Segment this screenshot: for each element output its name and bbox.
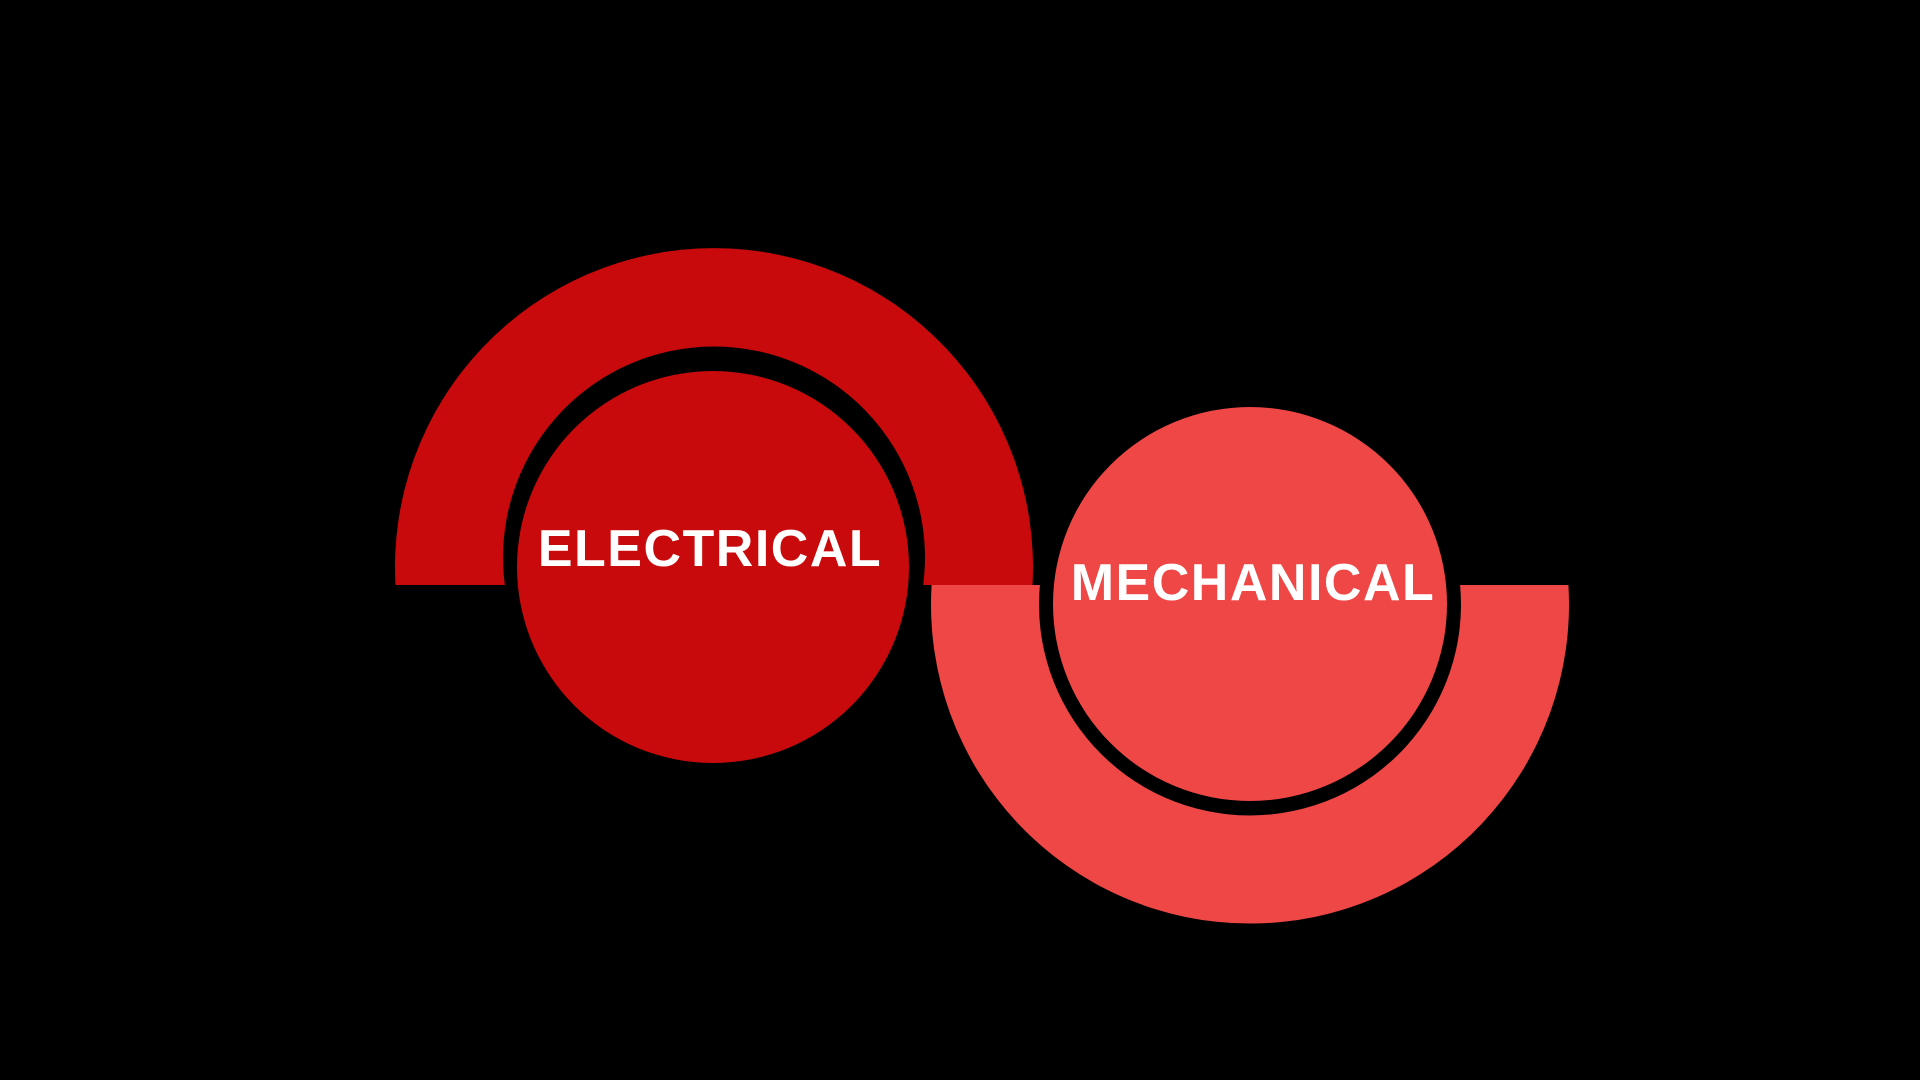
mechanical-label: MECHANICAL: [1071, 554, 1436, 612]
electrical-circle: [517, 371, 909, 763]
mechanical-arc: [931, 585, 1569, 924]
mechanical-circle: [1053, 407, 1447, 801]
electrical-arc: [395, 248, 1033, 585]
electrical-label: ELECTRICAL: [538, 520, 882, 578]
